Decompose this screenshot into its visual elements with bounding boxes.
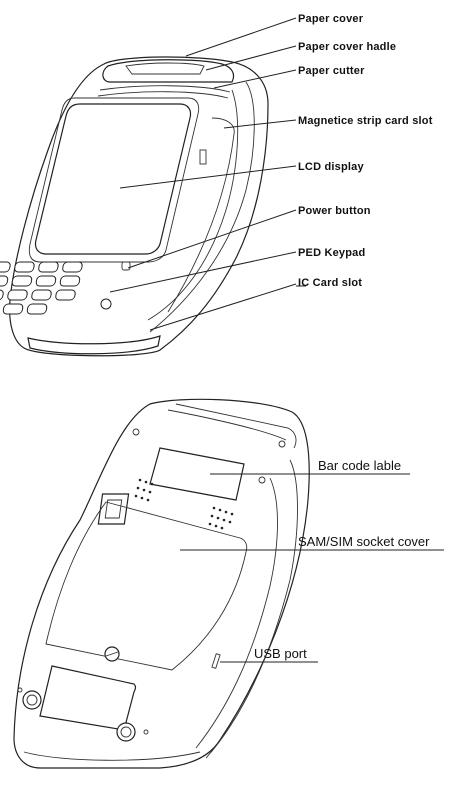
ic-card-slot — [27, 335, 161, 355]
label-paper-cutter: Paper cutter — [298, 65, 365, 77]
ped-keypad — [0, 261, 112, 315]
paper-cover-handle — [125, 62, 205, 75]
back-view-device — [13, 398, 310, 769]
label-power-button: Power button — [298, 205, 371, 217]
usb-port — [211, 653, 221, 669]
foot-left — [22, 690, 42, 710]
label-lcd-display: LCD display — [298, 161, 364, 173]
back-side-panel-inner — [195, 477, 278, 749]
lcd-display — [34, 103, 192, 255]
sam-sim-cover — [45, 501, 248, 671]
back-latch — [97, 493, 130, 525]
back-labels: Bar code lable SAM/SIM socket cover USB … — [254, 458, 430, 661]
label-usb-port: USB port — [254, 646, 307, 661]
lcd-bezel — [28, 97, 200, 263]
magnetic-strip-slot — [167, 117, 235, 313]
front-side-edge — [149, 81, 255, 333]
label-magnetic-strip-slot: Magnetice strip card slot — [298, 115, 433, 127]
label-sam-sim-cover: SAM/SIM socket cover — [298, 534, 430, 549]
label-ic-card-slot: IC Card slot — [298, 277, 362, 289]
back-label-area — [39, 665, 137, 731]
front-leader-lines — [109, 17, 306, 331]
small-hole-right — [143, 729, 149, 735]
foot-right — [116, 722, 136, 742]
bar-code-label — [149, 447, 245, 501]
back-top-cap — [175, 403, 297, 449]
front-labels: Paper cover Paper cover hadle Paper cutt… — [298, 13, 433, 289]
small-hole-left — [17, 687, 23, 693]
screw-top-far — [278, 440, 286, 448]
paper-cutter-edge — [97, 91, 229, 99]
label-ped-keypad: PED Keypad — [298, 247, 365, 259]
back-latch-inner — [104, 499, 123, 519]
label-paper-cover-handle: Paper cover hadle — [298, 41, 396, 53]
mag-slot-mark — [199, 149, 207, 165]
front-view-device — [0, 56, 269, 357]
power-button — [121, 261, 131, 271]
speaker-grille-right — [208, 506, 234, 530]
foot-left-inner — [26, 694, 38, 706]
label-bar-code: Bar code lable — [318, 458, 401, 473]
back-bottom-lip — [23, 751, 201, 761]
screw-top-right — [258, 476, 266, 484]
label-paper-cover: Paper cover — [298, 13, 364, 25]
paper-cutter — [99, 85, 231, 93]
speaker-grille-left — [134, 478, 154, 502]
back-side-panel — [205, 459, 298, 759]
back-leader-lines — [180, 473, 444, 663]
foot-right-inner — [120, 726, 132, 738]
screw-top-left — [132, 428, 140, 436]
back-top-cap-2 — [167, 409, 287, 441]
